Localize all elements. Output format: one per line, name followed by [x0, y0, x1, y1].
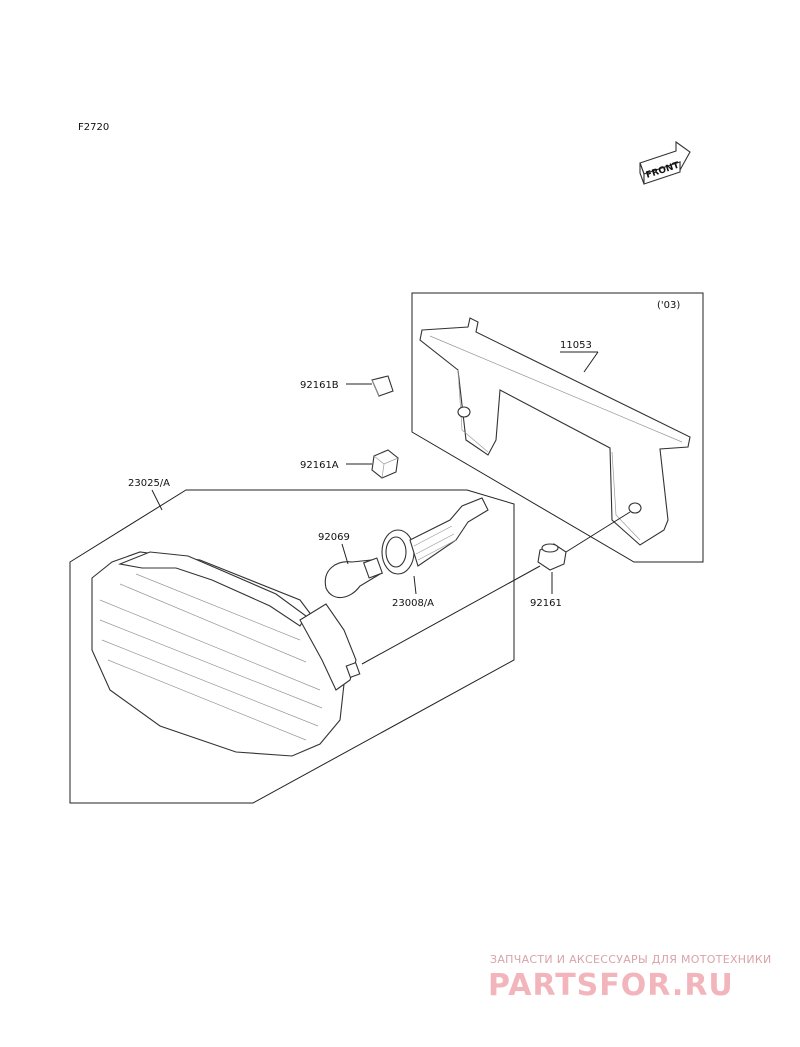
leader-11053-b [583, 351, 599, 373]
bolt-92161a [371, 449, 399, 479]
variant-note: ('03) [657, 300, 680, 311]
bulb-92069 [324, 557, 384, 599]
bracket-group-box [411, 292, 704, 563]
front-arrow-icon: FRONT [639, 140, 691, 185]
label-11053: 11053 [560, 340, 592, 351]
leader-23025a [151, 489, 163, 511]
bolt-92161b [371, 375, 394, 397]
label-92069: 92069 [318, 532, 350, 543]
assembly-line-2 [565, 511, 631, 553]
assembly-line [361, 565, 541, 665]
label-23025a: 23025/A [128, 478, 170, 489]
bracket-11053 [419, 317, 691, 546]
grommet-92161 [537, 543, 567, 571]
taillight-group-box [69, 489, 515, 804]
label-92161a: 92161A [300, 460, 339, 471]
label-92161: 92161 [530, 598, 562, 609]
label-92161b: 92161B [300, 380, 339, 391]
taillight-lens [91, 551, 361, 757]
leader-23008a [413, 575, 417, 595]
figure-code: F2720 [78, 122, 109, 133]
leader-92069 [341, 543, 349, 565]
socket-23008a [381, 497, 489, 575]
watermark-logo: PARTSFOR.RU [488, 968, 734, 1003]
label-23008a: 23008/A [392, 598, 434, 609]
watermark-tagline: ЗАПЧАСТИ И АКСЕССУАРЫ ДЛЯ МОТОТЕХНИКИ [490, 953, 772, 966]
